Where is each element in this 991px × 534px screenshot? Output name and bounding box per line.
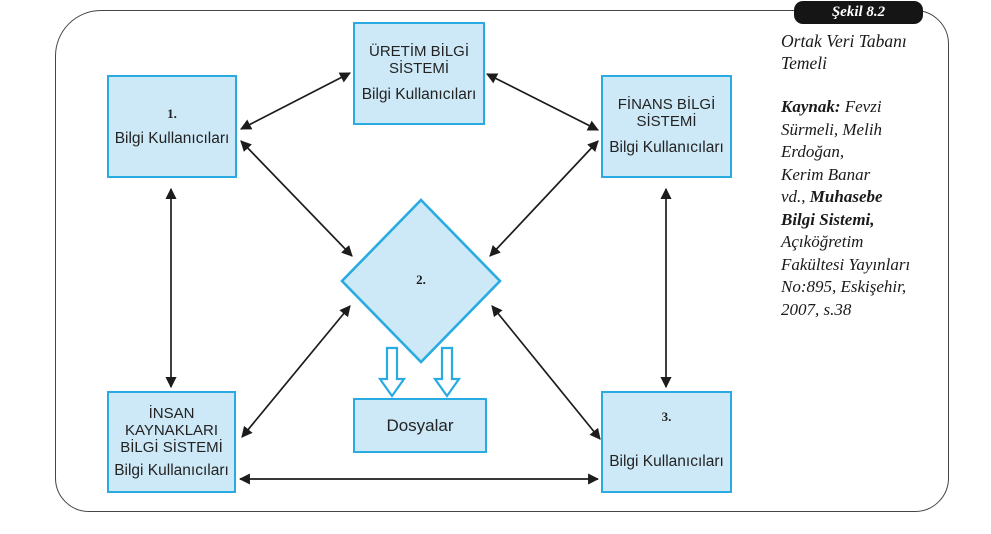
arrow-box1-uretim [240, 72, 351, 130]
node-uretim-subtitle: Bilgi Kullanıcıları [361, 86, 477, 103]
figure-badge: Şekil 8.2 [794, 1, 923, 24]
arrow-database-box3 [491, 305, 601, 440]
node-dosyalar-label: Dosyalar [386, 415, 454, 435]
node-box3: 3. Bilgi Kullanıcıları [601, 391, 732, 493]
arrow-box1-database [240, 140, 353, 257]
node-uretim-title: ÜRETİM BİLGİ SİSTEMİ [368, 43, 469, 77]
block-down-arrow-right [432, 346, 462, 398]
node-box1-number: 1. [167, 105, 177, 121]
arrow-uretim-finans [486, 73, 599, 131]
node-insan-title: İNSAN KAYNAKLARI BİLGİ SİSTEMİ [120, 404, 223, 456]
block-down-arrow-left [377, 346, 407, 398]
node-box1-subtitle: Bilgi Kullanıcıları [114, 129, 230, 147]
node-box1: 1. Bilgi Kullanıcıları [107, 75, 237, 178]
database-diamond [340, 198, 502, 364]
node-dosyalar: Dosyalar [353, 398, 487, 453]
figure-badge-label: Şekil 8.2 [831, 4, 886, 20]
arrow-database-insan [241, 305, 351, 438]
node-insan: İNSAN KAYNAKLARI BİLGİ SİSTEMİ Bilgi Kul… [107, 391, 236, 493]
database-diamond-number: 2. [416, 272, 426, 287]
node-finans: FİNANS BİLGİ SİSTEMİ Bilgi Kullanıcıları [601, 75, 732, 178]
node-box3-subtitle: Bilgi Kullanıcıları [609, 453, 724, 470]
node-box3-number: 3. [661, 409, 672, 424]
arrow-finans-database [489, 140, 599, 257]
node-uretim: ÜRETİM BİLGİ SİSTEMİ Bilgi Kullanıcıları [353, 22, 485, 125]
node-insan-subtitle: Bilgi Kullanıcıları [114, 461, 229, 479]
node-finans-subtitle: Bilgi Kullanıcıları [609, 139, 724, 156]
node-finans-title: FİNANS BİLGİ SİSTEMİ [617, 96, 716, 130]
